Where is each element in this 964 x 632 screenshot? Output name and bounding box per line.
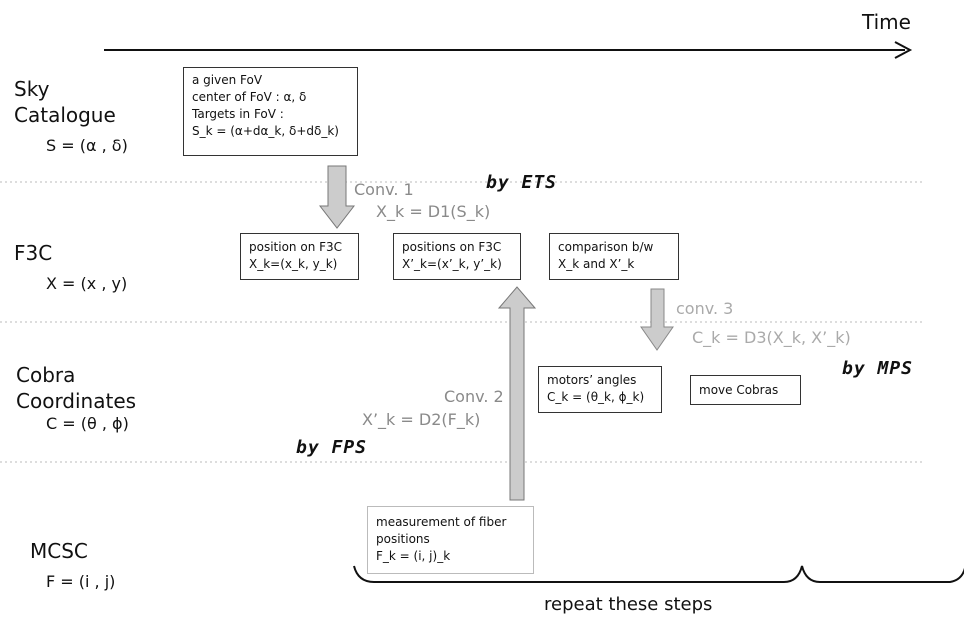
box-line: X’_k=(x’_k, y’_k) [402,257,502,271]
repeat-label: repeat these steps [544,594,713,615]
fov-box: a given FoV center of FoV : α, δ Targets… [183,67,358,156]
box-line: positions [376,532,430,546]
row-separators [0,181,925,463]
conv2-up-arrow [497,286,537,501]
conv3-down-arrow [640,288,674,351]
row-label-cobra: Cobra Coordinates [16,362,136,414]
fov-line: S_k = (α+dα_k, δ+dδ_k) [192,124,339,138]
row-eq-f3c: X = (x , y) [46,274,128,293]
conv1-label: Conv. 1 [354,180,414,199]
box-line: measurement of fiber [376,515,507,529]
row-label-line: Cobra [16,363,76,387]
by-mps-label: by MPS [842,358,914,379]
box-line: comparison b/w [558,240,654,254]
row-label-line: Catalogue [14,103,116,127]
box-line: positions on F3C [402,240,502,254]
box-line: position on F3C [249,240,343,254]
row-label-line: Coordinates [16,389,137,413]
row-eq-cobra: C = (θ , ϕ) [46,414,129,433]
conv1-down-arrow [318,165,356,229]
by-fps-label: by FPS [296,437,368,458]
conv3-eq: C_k = D3(X_k, X’_k) [692,328,851,347]
box-line: X_k=(x_k, y_k) [249,257,338,271]
box-line: C_k = (θ_k, ϕ_k) [547,390,645,404]
row-label-sky: Sky Catalogue [14,76,116,128]
box-line: F_k = (i, j)_k [376,549,451,563]
position-f3c-box: position on F3C X_k=(x_k, y_k) [240,233,359,280]
motors-angles-box: motors’ angles C_k = (θ_k, ϕ_k) [538,366,662,413]
measurement-box: measurement of fiber positions F_k = (i,… [367,506,534,574]
time-arrow [104,41,913,59]
conv2-label: Conv. 2 [444,387,504,406]
fov-line: center of FoV : α, δ [192,90,307,104]
by-ets-label: by ETS [486,172,558,193]
row-eq-mcsc: F = (i , j) [46,572,116,591]
box-line: move Cobras [699,383,779,397]
time-label: Time [862,10,911,34]
fov-line: Targets in FoV : [192,107,284,121]
fov-line: a given FoV [192,73,263,87]
conv2-eq: X’_k = D2(F_k) [362,410,481,429]
row-label-line: Sky [14,77,50,101]
repeat-brace [353,565,964,583]
conv3-label: conv. 3 [676,299,734,318]
conv1-eq: X_k = D1(S_k) [376,202,491,221]
row-label-f3c: F3C [14,241,53,265]
box-line: motors’ angles [547,373,637,387]
positions-f3c-box: positions on F3C X’_k=(x’_k, y’_k) [393,233,521,280]
move-cobras-box: move Cobras [690,375,801,405]
row-label-mcsc: MCSC [30,539,88,563]
row-eq-sky: S = (α , δ) [46,136,128,155]
box-line: X_k and X’_k [558,257,635,271]
comparison-box: comparison b/w X_k and X’_k [549,233,679,280]
